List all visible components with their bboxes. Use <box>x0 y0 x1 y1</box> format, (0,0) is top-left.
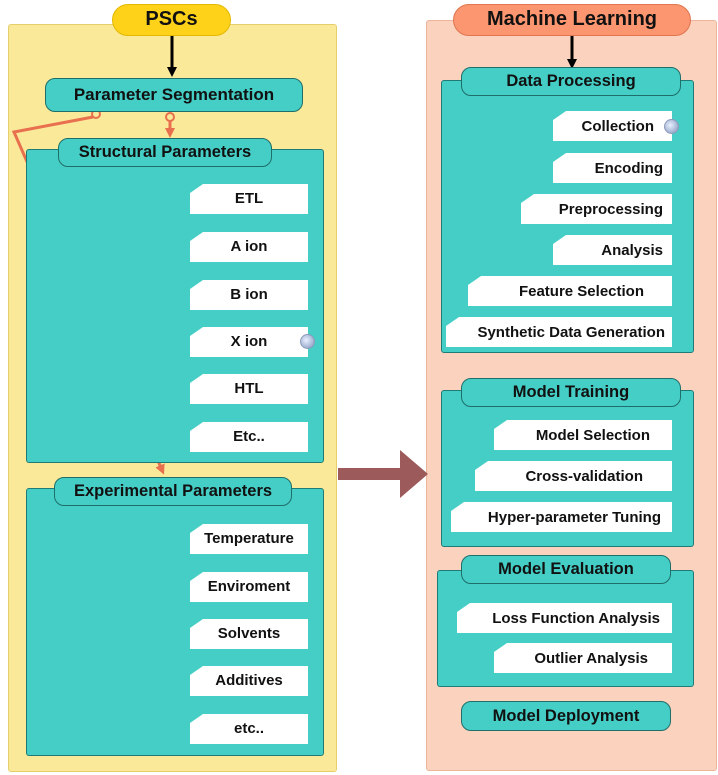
structural-item-x-ion: X ion <box>190 327 308 357</box>
data-processing-item-feature-selection: Feature Selection <box>468 276 672 306</box>
model-deployment: Model Deployment <box>461 701 671 731</box>
globe-icon <box>664 119 679 134</box>
model-training-item-model-selection: Model Selection <box>494 420 672 450</box>
machine-learning-title: Machine Learning <box>453 4 691 36</box>
connector-dot-structural <box>165 112 175 122</box>
structural-item-b-ion: B ion <box>190 280 308 310</box>
pscs-title: PSCs <box>112 4 231 36</box>
structural-item-etc: Etc.. <box>190 422 308 452</box>
experimental-item-etc: etc.. <box>190 714 308 744</box>
psc-to-ml-arrow <box>338 450 428 498</box>
model-training-item-cross-validation: Cross-validation <box>475 461 672 491</box>
globe-icon <box>300 334 315 349</box>
model-evaluation-title: Model Evaluation <box>461 555 671 584</box>
model-evaluation-item-loss-function: Loss Function Analysis <box>457 603 672 633</box>
experimental-item-temperature: Temperature <box>190 524 308 554</box>
structural-item-htl: HTL <box>190 374 308 404</box>
data-processing-item-synthetic-data: Synthetic Data Generation <box>446 317 672 347</box>
parameter-segmentation: Parameter Segmentation <box>45 78 303 112</box>
model-training-item-hyperparameter-tuning: Hyper-parameter Tuning <box>451 502 672 532</box>
model-training-title: Model Training <box>461 378 681 407</box>
experimental-parameters-title: Experimental Parameters <box>54 477 292 506</box>
experimental-item-environment: Enviroment <box>190 572 308 602</box>
data-processing-item-preprocessing: Preprocessing <box>521 194 672 224</box>
data-processing-item-collection: Collection <box>553 111 672 141</box>
experimental-item-solvents: Solvents <box>190 619 308 649</box>
data-processing-title: Data Processing <box>461 67 681 96</box>
structural-parameters-title: Structural Parameters <box>58 138 272 167</box>
structural-item-etl: ETL <box>190 184 308 214</box>
data-processing-item-encoding: Encoding <box>553 153 672 183</box>
structural-item-a-ion: A ion <box>190 232 308 262</box>
data-processing-item-analysis: Analysis <box>553 235 672 265</box>
experimental-item-additives: Additives <box>190 666 308 696</box>
model-evaluation-item-outlier-analysis: Outlier Analysis <box>494 643 672 673</box>
